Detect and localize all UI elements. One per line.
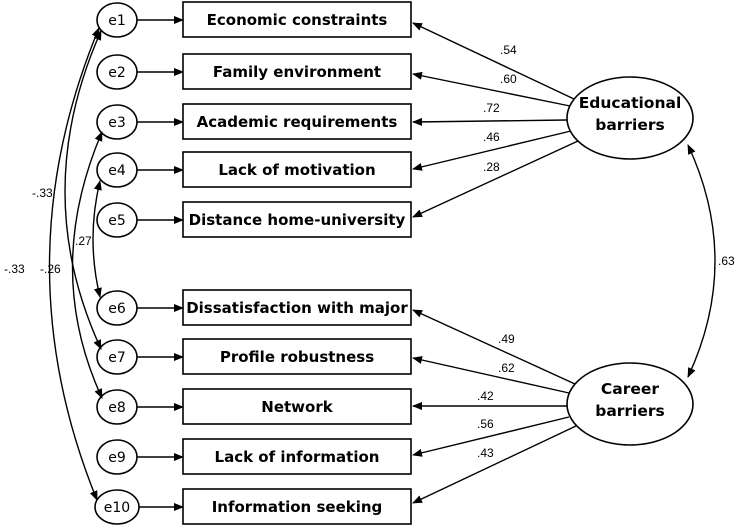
covariance-value: -.33: [32, 186, 53, 200]
latent-label-line1: Educational: [579, 94, 682, 112]
error-label: e4: [108, 163, 126, 179]
error-label: e10: [104, 500, 130, 516]
indicator-profile-robustness: Profile robustness: [182, 338, 412, 375]
latent-correlation-value: .63: [718, 254, 735, 268]
error-label: e8: [108, 400, 126, 416]
covariance-value: .27: [75, 234, 92, 248]
latent-label-line2: barriers: [595, 116, 665, 134]
indicator-distance-home-university: Distance home-university: [182, 201, 412, 238]
educational-loading-paths: [412, 22, 579, 218]
error-term-e5: e5: [96, 202, 138, 238]
indicator-label: Dissatisfaction with major: [186, 299, 408, 317]
loading-arrow: [412, 71, 571, 107]
loading-arrow: [412, 140, 579, 218]
latent-label-line1: Career: [601, 380, 660, 398]
indicator-network: Network: [182, 388, 412, 425]
error-term-e3: e3: [96, 104, 138, 140]
indicator-lack-of-motivation: Lack of motivation: [182, 151, 412, 188]
indicator-label: Distance home-university: [189, 211, 406, 229]
error-term-e10: e10: [94, 489, 140, 525]
educational-loading-values: .54 .60 .72 .46 .28: [483, 43, 517, 174]
error-term-e7: e7: [96, 339, 138, 375]
latent-label-line2: barriers: [595, 402, 665, 420]
covariance-arrow-e3-e8: [71, 131, 103, 399]
indicator-label: Economic constraints: [207, 11, 388, 29]
error-covariance-values: -.33 -.33 -.26 .27: [4, 186, 92, 276]
indicator-academic-requirements: Academic requirements: [182, 103, 412, 140]
loading-value: .28: [483, 160, 500, 174]
error-arrows: [137, 16, 184, 511]
loading-value: .72: [483, 101, 500, 115]
covariance-arrow-e1-e10: [48, 27, 100, 501]
loading-arrow: [412, 117, 568, 126]
indicator-lack-of-information: Lack of information: [182, 438, 412, 475]
loading-value: .42: [477, 389, 494, 403]
indicator-label: Lack of motivation: [218, 161, 375, 179]
indicator-label: Information seeking: [212, 498, 383, 516]
error-label: e5: [108, 213, 126, 229]
error-covariance-paths: [48, 27, 103, 501]
indicator-boxes: Economic constraints Family environment …: [182, 1, 412, 525]
loading-value: .46: [483, 130, 500, 144]
error-term-e1: e1: [96, 2, 138, 38]
loading-arrow: [412, 309, 576, 385]
loading-value: .49: [498, 332, 515, 346]
error-label: e7: [108, 350, 126, 366]
indicator-label: Family environment: [213, 63, 381, 81]
latent-correlation-arrow: [687, 144, 716, 378]
indicator-label: Profile robustness: [220, 348, 374, 366]
loading-value: .56: [477, 417, 494, 431]
indicator-economic-constraints: Economic constraints: [182, 1, 412, 38]
error-label: e1: [108, 13, 126, 29]
covariance-value: -.33: [4, 262, 25, 276]
covariance-arrow-e1-e7: [64, 30, 102, 350]
error-term-e8: e8: [96, 389, 138, 425]
latent-career-barriers: Career barriers: [566, 362, 694, 446]
error-term-e2: e2: [96, 54, 138, 90]
latent-educational-barriers: Educational barriers: [566, 76, 694, 160]
error-label: e2: [108, 65, 126, 81]
error-term-e9: e9: [96, 439, 138, 475]
indicator-dissatisfaction-with-major: Dissatisfaction with major: [182, 289, 412, 326]
error-label: e3: [108, 115, 126, 131]
loading-arrow: [412, 416, 570, 457]
indicator-family-environment: Family environment: [182, 53, 412, 90]
indicator-label: Network: [261, 398, 333, 416]
error-label: e6: [108, 301, 126, 317]
loading-value: .54: [500, 43, 517, 57]
indicator-information-seeking: Information seeking: [182, 488, 412, 525]
error-label: e9: [108, 450, 126, 466]
loading-arrow: [412, 356, 570, 394]
loading-arrow: [412, 425, 577, 504]
indicator-label: Academic requirements: [197, 113, 398, 131]
indicator-label: Lack of information: [215, 448, 380, 466]
error-term-e6: e6: [96, 290, 138, 326]
career-loading-paths: [412, 309, 577, 504]
covariance-arrow-e4-e6: [92, 180, 102, 298]
loading-arrow: [412, 130, 572, 171]
loading-value: .43: [477, 446, 494, 460]
loading-value: .60: [500, 72, 517, 86]
loading-value: .62: [498, 361, 515, 375]
error-term-e4: e4: [96, 152, 138, 188]
loading-arrow: [412, 22, 575, 100]
covariance-value: -.26: [40, 262, 61, 276]
career-loading-values: .49 .62 .42 .56 .43: [477, 332, 515, 460]
error-terms: e1 e2 e3 e4 e5 e6 e7 e8: [94, 2, 140, 525]
